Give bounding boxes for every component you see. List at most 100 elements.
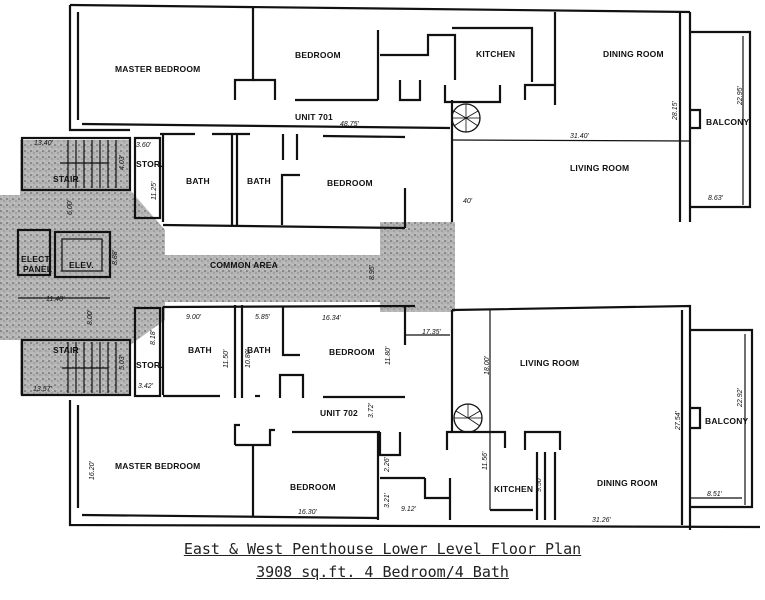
wall bbox=[452, 26, 534, 82]
dimension-label: 8.88' bbox=[112, 249, 119, 265]
dimension-label: 11.56' bbox=[482, 451, 489, 470]
dimension-label: 16.20' bbox=[89, 460, 96, 480]
wall bbox=[322, 134, 406, 139]
wall bbox=[690, 406, 702, 430]
unit-701 bbox=[20, 3, 752, 230]
dimension-label: 17.35' bbox=[422, 329, 442, 336]
plan-title: East & West Penthouse Lower Level Floor … bbox=[0, 540, 765, 558]
balcony-wall bbox=[690, 328, 754, 509]
room-label-living-room: LIVING ROOM bbox=[570, 163, 629, 173]
wall bbox=[81, 513, 379, 520]
dimension-label: 11.25' bbox=[151, 181, 158, 200]
wall bbox=[281, 307, 300, 357]
unit-label-701: UNIT 701 bbox=[295, 112, 333, 122]
dimension-label: 6.00' bbox=[67, 199, 74, 215]
room-label-storage: STOR. bbox=[136, 159, 163, 169]
wall bbox=[162, 223, 406, 230]
dimension-label: 8.51' bbox=[707, 491, 723, 498]
room-label-bath: BATH bbox=[186, 176, 210, 186]
dimension-label: 9.50' bbox=[536, 476, 543, 492]
wall bbox=[68, 400, 761, 529]
dimension-label: 3.72' bbox=[368, 402, 375, 418]
dimension-label: 18.00' bbox=[484, 355, 491, 375]
spiral-stair-icon bbox=[453, 403, 483, 433]
room-label-elect-panel: PANEL bbox=[23, 264, 52, 274]
dimension-label: 3.21' bbox=[384, 492, 391, 508]
dimension-label: 11.48' bbox=[46, 296, 65, 303]
dimension-label: 22.95' bbox=[737, 85, 744, 106]
dimension-label: 16.34' bbox=[322, 315, 342, 322]
wall bbox=[68, 5, 130, 132]
stair-top-shading bbox=[20, 140, 130, 190]
wall bbox=[380, 33, 457, 80]
dimension-label: 8.95' bbox=[369, 264, 376, 280]
storage-top-wall bbox=[133, 136, 162, 220]
wall bbox=[451, 139, 691, 142]
room-label-balcony: BALCONY bbox=[706, 117, 750, 127]
elevator-shaft bbox=[53, 230, 112, 279]
unit-702 bbox=[20, 304, 761, 530]
room-label-stair: STAIR bbox=[53, 345, 79, 355]
wall bbox=[233, 8, 255, 100]
plan-title-line-2: 3908 sq.ft. 4 Bedroom/4 Bath bbox=[256, 563, 509, 581]
dimension-label: 9.12' bbox=[401, 506, 417, 513]
room-label-bath: BATH bbox=[247, 176, 271, 186]
wall bbox=[523, 83, 557, 105]
dimension-label: 2.26' bbox=[384, 456, 391, 473]
dimension-label: 31.40' bbox=[570, 133, 590, 140]
wall bbox=[523, 430, 562, 450]
dimension-label: 28.15' bbox=[672, 100, 679, 121]
wall bbox=[278, 373, 305, 398]
elect-panel-room bbox=[16, 228, 52, 277]
dimension-label: 10.80' bbox=[245, 348, 252, 368]
room-label-common-area: COMMON AREA bbox=[210, 260, 278, 270]
wall bbox=[690, 108, 702, 130]
unit-label-702: UNIT 702 bbox=[320, 408, 358, 418]
room-label-stair: STAIR bbox=[53, 174, 79, 184]
dimension-label: 27.54' bbox=[675, 410, 682, 431]
room-label-master-bedroom: MASTER BEDROOM bbox=[115, 64, 200, 74]
stair-top-wall bbox=[20, 136, 132, 192]
spiral-stair-icon bbox=[451, 103, 481, 133]
room-label-master-bedroom: MASTER BEDROOM bbox=[115, 461, 200, 471]
dimension-label: 8.18' bbox=[150, 329, 157, 345]
room-label-bedroom: BEDROOM bbox=[295, 50, 341, 60]
dimension-label: 13.57' bbox=[33, 386, 53, 393]
storage-bottom-wall bbox=[133, 306, 162, 398]
room-label-bath: BATH bbox=[188, 345, 212, 355]
dimension-label: 5.03' bbox=[119, 354, 126, 370]
room-label-bath: BATH bbox=[247, 345, 271, 355]
dimension-label: 3.60' bbox=[136, 142, 152, 149]
wall bbox=[423, 478, 450, 500]
room-label-storage: STOR. bbox=[136, 360, 163, 370]
room-label-bedroom: BEDROOM bbox=[290, 482, 336, 492]
plan-title-line-1: East & West Penthouse Lower Level Floor … bbox=[183, 540, 582, 558]
room-label-kitchen: KITCHEN bbox=[476, 49, 515, 59]
dimension-label: 11.50' bbox=[223, 349, 230, 368]
dimension-label: 11.80' bbox=[385, 346, 392, 365]
wall bbox=[162, 304, 416, 309]
dimension-label: 16.30' bbox=[298, 509, 318, 516]
dimension-label: 13.40' bbox=[34, 140, 54, 147]
dimension-label: 5.85' bbox=[255, 314, 271, 321]
stair-bottom-wall bbox=[20, 338, 132, 397]
dimension-label: 4.03' bbox=[119, 154, 126, 170]
wall bbox=[81, 122, 451, 130]
dimension-label: 48.75' bbox=[340, 121, 360, 128]
room-label-elevator: ELEV. bbox=[69, 260, 94, 270]
wall bbox=[451, 304, 692, 530]
room-labels: MASTER BEDROOM BEDROOM KITCHEN DINING RO… bbox=[21, 49, 750, 494]
wall bbox=[443, 85, 502, 104]
dimension-label: 22.92' bbox=[737, 387, 744, 408]
balcony-wall bbox=[690, 30, 752, 209]
dimension-labels: 48.75' 31.40' 28.15' 22.95' 8.63' 40' 13… bbox=[33, 85, 744, 524]
wall bbox=[398, 80, 422, 102]
room-label-elect-panel: ELECT. bbox=[21, 254, 51, 264]
dimension-label: 8.63' bbox=[708, 195, 724, 202]
common-area-shading bbox=[0, 140, 455, 395]
stair-bottom-shading bbox=[20, 345, 130, 395]
stair-treads-bottom bbox=[62, 342, 117, 393]
wall bbox=[378, 432, 402, 457]
room-label-bedroom: BEDROOM bbox=[327, 178, 373, 188]
